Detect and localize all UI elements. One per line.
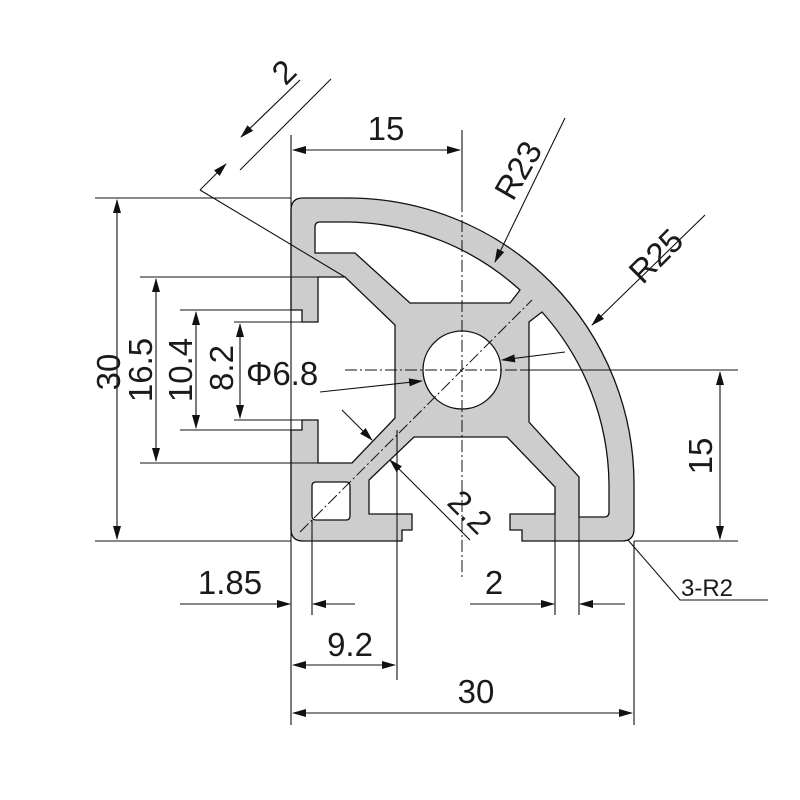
dim-web-a (341, 409, 373, 441)
label-wall-thickness-top: 2 (264, 52, 303, 91)
label-top-half-width: 15 (368, 110, 405, 147)
label-corner-offset: 1.85 (198, 564, 262, 601)
leader-outer-radius (591, 214, 706, 326)
centerline-diagonal (299, 299, 533, 533)
leader-bore-left (319, 378, 423, 393)
label-corner-radii: 3-R2 (681, 575, 733, 602)
label-slot-mid: 10.4 (162, 338, 199, 402)
label-overall-width: 30 (458, 673, 495, 710)
label-bore-diameter: Φ6.8 (246, 355, 318, 392)
leader-bore-right (501, 351, 566, 363)
label-outer-radius: R25 (621, 221, 690, 290)
extension-lines (95, 78, 738, 725)
label-overall-height: 30 (90, 354, 127, 391)
leader-corner-radii (627, 539, 768, 601)
label-slot-inner: 8.2 (203, 345, 240, 391)
dim-top-wall-b (199, 163, 227, 191)
label-slot-to-web: 9.2 (327, 626, 373, 663)
label-right-half-height: 15 (682, 438, 719, 475)
label-slot-wall: 2 (485, 564, 503, 601)
dim-top-wall-a (240, 79, 301, 138)
dim-web-b (389, 459, 471, 541)
leader-inner-radius (494, 117, 566, 263)
label-web-thickness: 2.2 (441, 483, 500, 542)
label-slot-outer: 16.5 (122, 338, 159, 402)
